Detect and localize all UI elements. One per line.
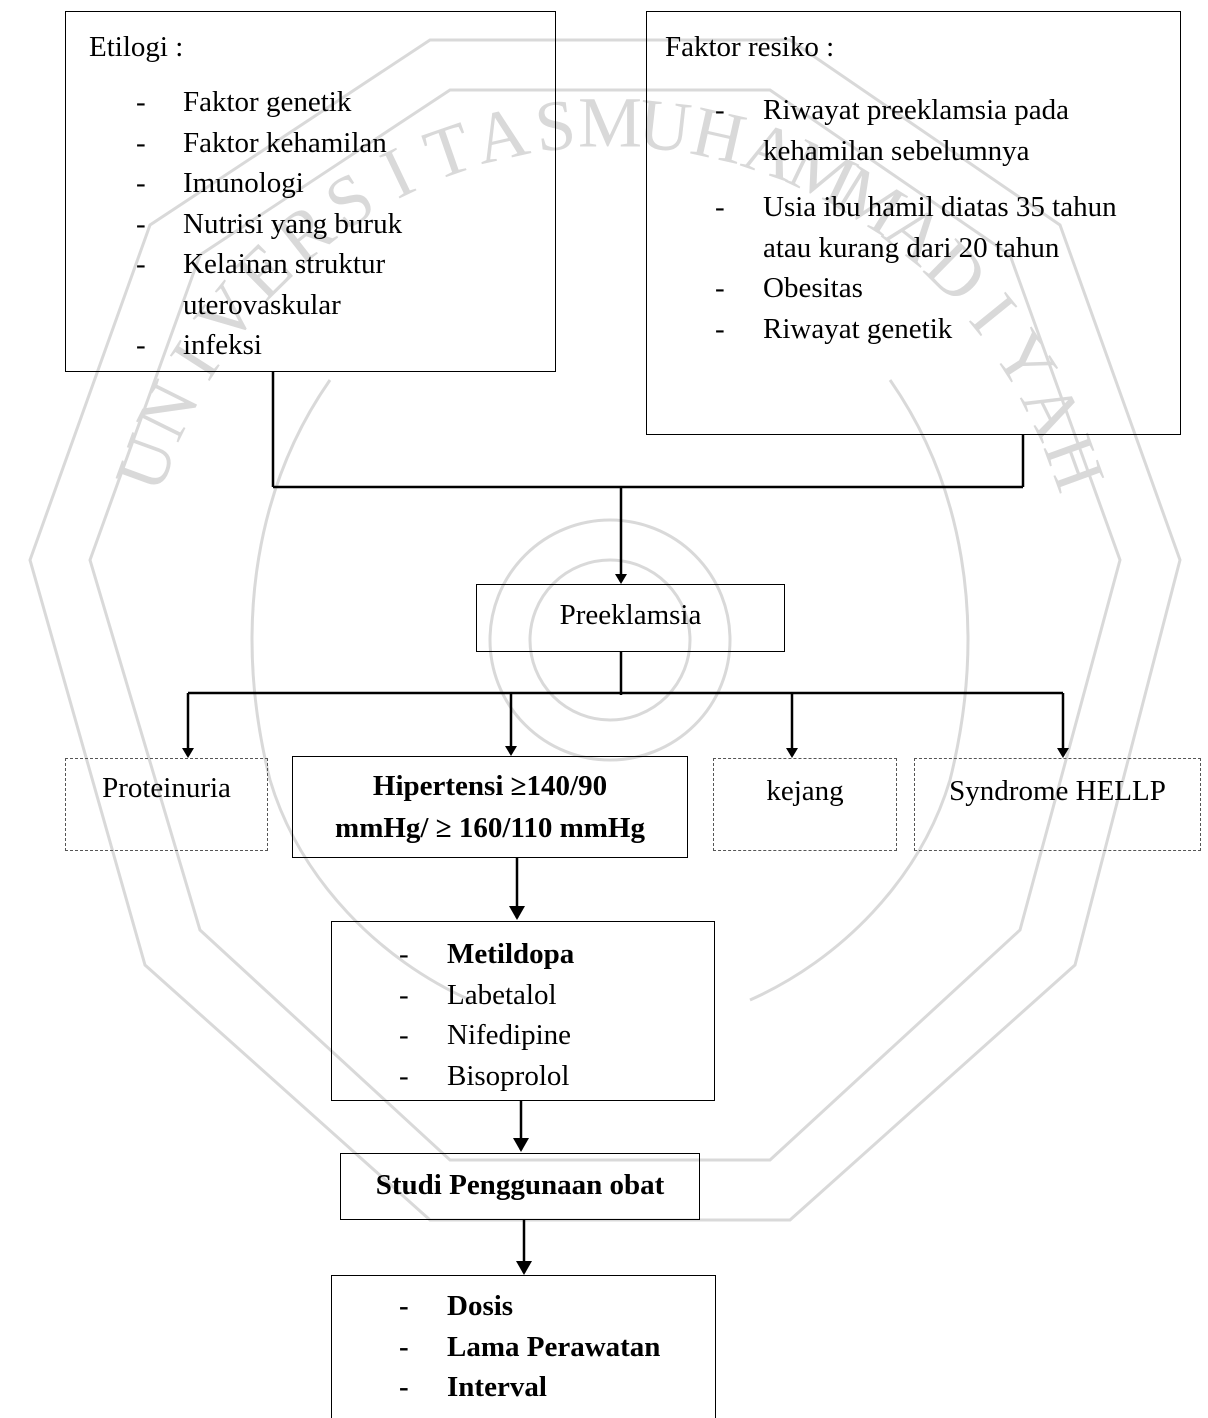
proteinuria-box: Proteinuria (65, 758, 268, 851)
list-item: -Faktor kehamilan (136, 126, 387, 159)
kejang-box: kejang (713, 758, 897, 851)
seal-letter: M (578, 83, 642, 163)
list-item: -Usia ibu hamil diatas 35 tahun atau kur… (715, 191, 1117, 264)
hipertensi-line2: mmHg/ ≥ 160/110 mmHg (335, 812, 645, 844)
obat-box: -Metildopa -Labetalol -Nifedipine -Bisop… (331, 921, 715, 1101)
list-item: -Nifedipine (399, 1019, 572, 1051)
studi-box: Studi Penggunaan obat (340, 1153, 700, 1220)
list-item: -Interval (399, 1371, 547, 1403)
hipertensi-line1: Hipertensi ≥140/90 (372, 770, 608, 802)
list-item: -Dosis (399, 1290, 514, 1322)
preeklamsia-box: Preeklamsia (476, 584, 785, 652)
sun-emblem (488, 518, 732, 762)
hasil-list: -Dosis -Lama Perawatan -Interval (399, 1286, 719, 1408)
list-item: -Obesitas (715, 272, 863, 304)
list-item: -Nutrisi yang buruk (136, 207, 403, 240)
seal-inner-octagon (88, 88, 1122, 1162)
seal-outer-octagon (28, 38, 1182, 1222)
kejang-label: kejang (766, 775, 844, 807)
hellp-box: Syndrome HELLP (914, 758, 1201, 851)
studi-label: Studi Penggunaan obat (375, 1169, 665, 1201)
hipertensi-box: Hipertensi ≥140/90 mmHg/ ≥ 160/110 mmHg (292, 756, 688, 858)
list-item: -Bisoprolol (399, 1059, 570, 1092)
hellp-label: Syndrome HELLP (949, 775, 1166, 807)
list-item: -Faktor genetik (136, 86, 352, 118)
obat-list: -Metildopa -Labetalol -Nifedipine -Bisop… (399, 934, 699, 1096)
seal-letter: U (634, 83, 695, 168)
list-item: -Labetalol (399, 978, 557, 1011)
etiologi-title: Etilogi : (89, 31, 184, 63)
list-item: -Riwayat preeklamsia pada kehamilan sebe… (715, 94, 1069, 167)
faktor-resiko-title: Faktor resiko : (665, 31, 835, 63)
faktor-resiko-box: Faktor resiko : -Riwayat preeklamsia pad… (646, 11, 1181, 435)
hasil-box: -Dosis -Lama Perawatan -Interval (331, 1275, 716, 1418)
list-item: -Riwayat genetik (715, 312, 953, 345)
list-item: -Kelainan struktur uterovaskular (136, 248, 386, 321)
etiologi-box: Etilogi : -Faktor genetik -Faktor kehami… (65, 11, 556, 372)
proteinuria-label: Proteinuria (102, 772, 231, 804)
list-item: -Lama Perawatan (399, 1330, 661, 1363)
list-item: -Imunologi (136, 167, 304, 199)
laurel-right (749, 379, 970, 1002)
etiologi-list: -Faktor genetik -Faktor kehamilan -Imuno… (136, 82, 516, 366)
list-item: -Metildopa (399, 938, 575, 970)
faktor-resiko-list: -Riwayat preeklamsia pada kehamilan sebe… (715, 90, 1155, 349)
list-item: -infeksi (136, 329, 262, 361)
preeklamsia-label: Preeklamsia (559, 599, 702, 631)
